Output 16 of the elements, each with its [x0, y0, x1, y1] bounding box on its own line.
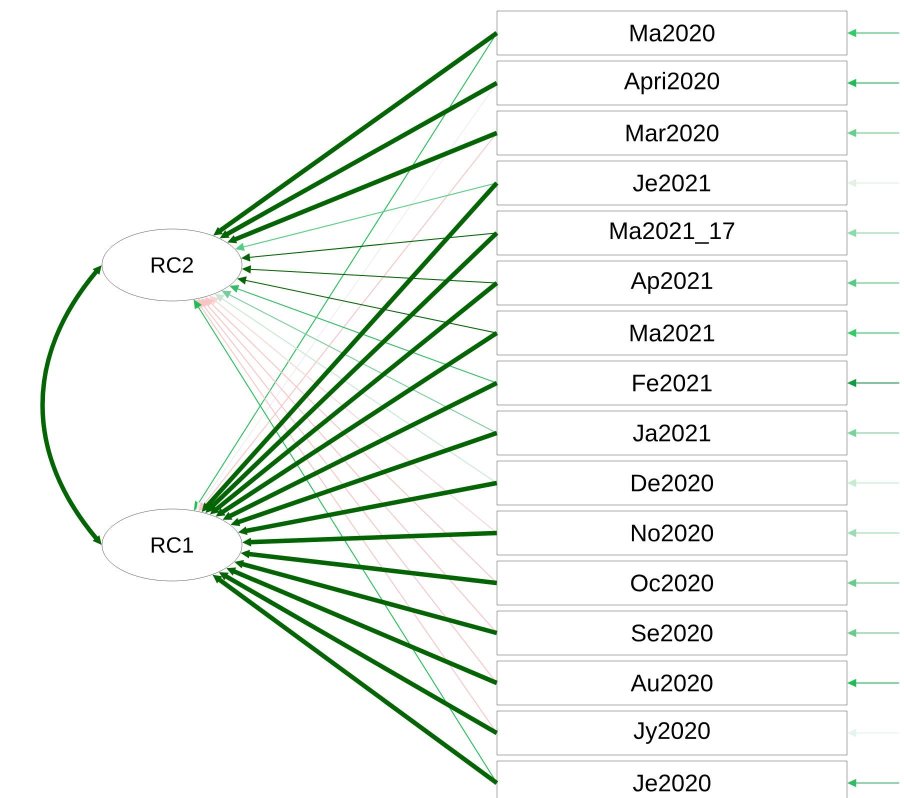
- variable-box: Fe2021: [496, 360, 848, 406]
- variable-box: Ma2021_17: [496, 210, 848, 256]
- variable-box: Ma2021: [496, 310, 848, 356]
- variable-box: Au2020: [496, 660, 848, 706]
- variable-box: Se2020: [496, 610, 848, 656]
- variable-box: Ap2021: [496, 260, 848, 306]
- variable-box: Ja2021: [496, 410, 848, 456]
- variable-box: Je2020: [496, 760, 848, 798]
- variable-box: Jy2020: [496, 710, 848, 756]
- variable-box: Je2021: [496, 160, 848, 206]
- variable-box: No2020: [496, 510, 848, 556]
- variable-box: Ma2020: [496, 10, 848, 56]
- variable-box: Oc2020: [496, 560, 848, 606]
- variable-box: De2020: [496, 460, 848, 506]
- variable-box: Apri2020: [496, 60, 848, 106]
- variable-box: Mar2020: [496, 110, 848, 156]
